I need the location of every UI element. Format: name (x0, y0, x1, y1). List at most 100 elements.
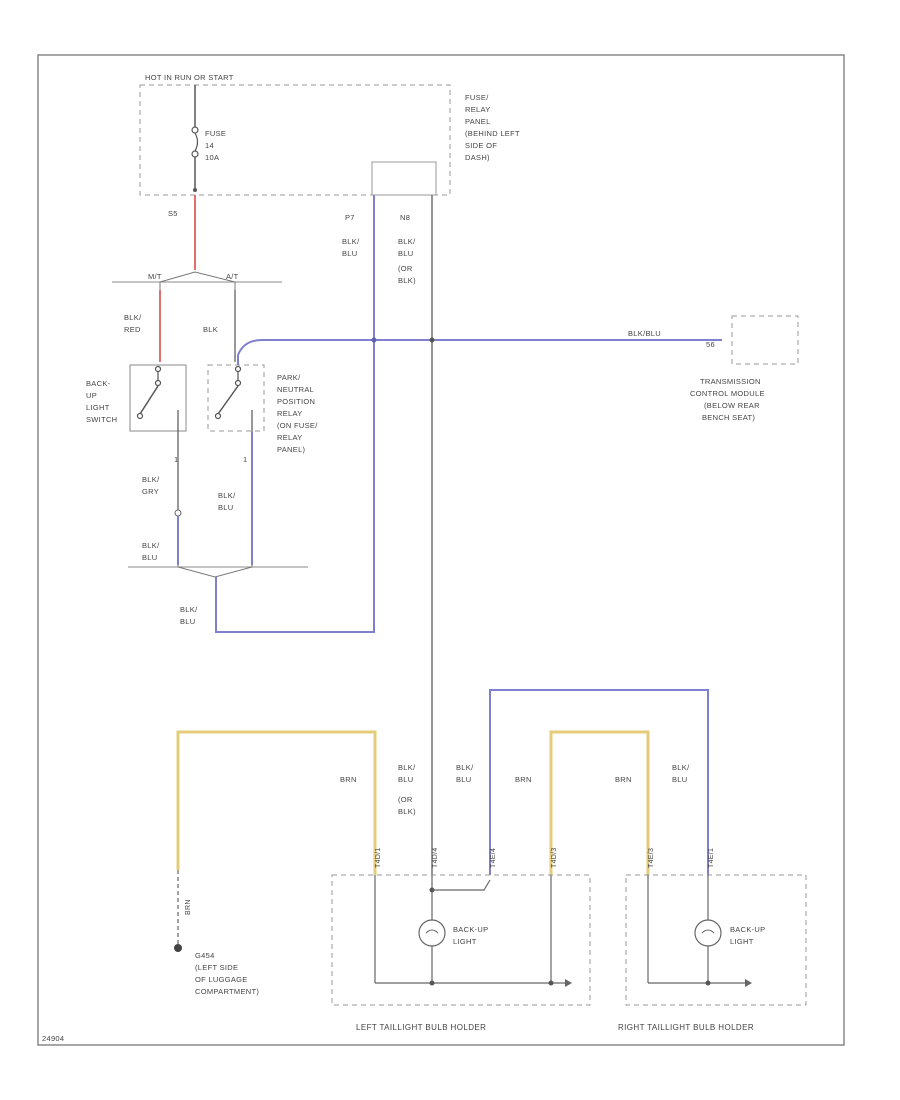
svg-text:(OR: (OR (398, 795, 413, 804)
pin-label-backup-switch: 1 (174, 455, 178, 464)
wire-blk-blu-to-tcm (237, 339, 722, 365)
svg-text:BLU: BLU (398, 249, 414, 258)
splice-dot (371, 337, 377, 343)
wire-label-blk: BLK (203, 325, 218, 334)
ground-wire-label: BRN (185, 899, 192, 915)
svg-text:COMPARTMENT): COMPARTMENT) (195, 987, 259, 996)
svg-text:BLK/: BLK/ (142, 541, 160, 550)
fuse-relay-panel-label: FUSE/ RELAY PANEL (BEHIND LEFT SIDE OF D… (465, 93, 520, 162)
svg-text:SWITCH: SWITCH (86, 415, 117, 424)
connector-s5: S5 (168, 209, 178, 218)
svg-text:DASH): DASH) (465, 153, 490, 162)
fuse-icon (191, 85, 199, 192)
svg-text:BACK-UP: BACK-UP (453, 925, 488, 934)
pnp-relay-label: PARK/ NEUTRAL POSITION RELAY (ON FUSE/ R… (277, 373, 318, 454)
svg-text:(LEFT SIDE: (LEFT SIDE (195, 963, 238, 972)
ground-label: G454 (LEFT SIDE OF LUGGAGE COMPARTMENT) (195, 951, 259, 996)
svg-text:CONTROL MODULE: CONTROL MODULE (690, 389, 765, 398)
svg-text:(ON FUSE/: (ON FUSE/ (277, 421, 318, 430)
svg-text:NEUTRAL: NEUTRAL (277, 385, 314, 394)
svg-text:(BELOW REAR: (BELOW REAR (704, 401, 760, 410)
inline-connector (174, 509, 182, 517)
mt-at-splice (112, 271, 282, 290)
connector-t4d4: T4D/4 (432, 847, 439, 868)
pnp-relay-box (207, 364, 265, 432)
wire-label-blk-blu-lower-1: BLK/ BLU (456, 763, 474, 784)
svg-text:SIDE OF: SIDE OF (465, 141, 497, 150)
hot-in-run-start-label: HOT IN RUN OR START (145, 73, 234, 82)
svg-text:BACK-UP: BACK-UP (730, 925, 765, 934)
left-taillight-bulb-holder-box (331, 874, 591, 1006)
diagram-frame (37, 54, 845, 1046)
svg-text:PANEL): PANEL) (277, 445, 306, 454)
svg-text:BLK/: BLK/ (398, 763, 416, 772)
backup-light-left-label: BACK-UP LIGHT (453, 925, 488, 946)
wire-brn-ground-loop (176, 730, 377, 875)
svg-text:RELAY: RELAY (277, 409, 303, 418)
svg-text:BLU: BLU (218, 503, 234, 512)
svg-text:BLK/: BLK/ (456, 763, 474, 772)
wire-label-blk-blu-tcm: BLK/BLU (628, 329, 661, 338)
relay-connector-box (371, 161, 437, 196)
svg-text:BACK-: BACK- (86, 379, 111, 388)
switch-icon (136, 365, 179, 432)
connector-mt: M/T (148, 272, 162, 281)
backup-light-switch-box (129, 364, 187, 432)
switch-icon (214, 365, 253, 432)
svg-text:BLK): BLK) (398, 276, 416, 285)
svg-text:POSITION: POSITION (277, 397, 315, 406)
ground-icon (174, 944, 182, 952)
connector-t4e3: T4E/3 (648, 848, 655, 868)
fuse-relay-panel-box (139, 84, 451, 196)
fuse-amperage: 10A (205, 153, 219, 162)
svg-text:LIGHT: LIGHT (86, 403, 110, 412)
svg-text:(BEHIND LEFT: (BEHIND LEFT (465, 129, 520, 138)
connector-at: A/T (226, 272, 239, 281)
svg-text:FUSE/: FUSE/ (465, 93, 489, 102)
connector-p7: P7 (345, 213, 355, 222)
svg-text:BLK/: BLK/ (218, 491, 236, 500)
right-taillight-bulb-holder-box (625, 874, 807, 1006)
svg-text:RELAY: RELAY (465, 105, 491, 114)
svg-text:BLK/: BLK/ (672, 763, 690, 772)
svg-text:OF LUGGAGE: OF LUGGAGE (195, 975, 248, 984)
connector-t4e1: T4E/1 (708, 848, 715, 868)
svg-text:PANEL: PANEL (465, 117, 491, 126)
connector-t4d1: T4D/1 (375, 847, 382, 868)
tcm-box (731, 315, 799, 365)
wire-label-blk-blu-relay: BLK/ BLU (218, 491, 236, 512)
svg-text:PARK/: PARK/ (277, 373, 301, 382)
splice-dot (429, 337, 435, 343)
svg-text:BLK): BLK) (398, 807, 416, 816)
wire-label-blk-red: BLK/ RED (124, 313, 142, 334)
svg-text:BLU: BLU (456, 775, 472, 784)
wire-label-blk-blu-p7: BLK/ BLU (342, 237, 360, 258)
svg-text:BLU: BLU (142, 553, 158, 562)
backup-light-right-label: BACK-UP LIGHT (730, 925, 765, 946)
tcm-pin-label: 56 (706, 340, 715, 349)
wire-blk-blu-between-holders (489, 689, 709, 875)
svg-text:(OR: (OR (398, 264, 413, 273)
left-taillight-bulb-holder-label: LEFT TAILLIGHT BULB HOLDER (356, 1023, 486, 1032)
pin-label-pnp-relay: 1 (243, 455, 247, 464)
svg-text:BENCH SEAT): BENCH SEAT) (702, 413, 755, 422)
connector-t4d3: T4D/3 (551, 847, 558, 868)
svg-text:BLU: BLU (672, 775, 688, 784)
svg-text:BLU: BLU (180, 617, 196, 626)
diagram-id: 24904 (42, 1034, 64, 1043)
svg-text:G454: G454 (195, 951, 215, 960)
svg-text:LIGHT: LIGHT (730, 937, 754, 946)
svg-text:BLK/: BLK/ (398, 237, 416, 246)
wire-label-blk-blu-or-blk-lower: BLK/ BLU (OR BLK) (398, 763, 416, 816)
svg-text:BLK/: BLK/ (142, 475, 160, 484)
svg-text:GRY: GRY (142, 487, 159, 496)
fuse-label: FUSE (205, 129, 226, 138)
svg-text:RED: RED (124, 325, 141, 334)
tcm-label: TRANSMISSION CONTROL MODULE (BELOW REAR … (690, 377, 765, 422)
wire-label-blk-blu-switch: BLK/ BLU (142, 541, 160, 562)
connector-t4e4: T4E/4 (490, 848, 497, 868)
svg-text:BLK/: BLK/ (124, 313, 142, 322)
bulb-icon (694, 919, 722, 947)
svg-text:BLU: BLU (398, 775, 414, 784)
